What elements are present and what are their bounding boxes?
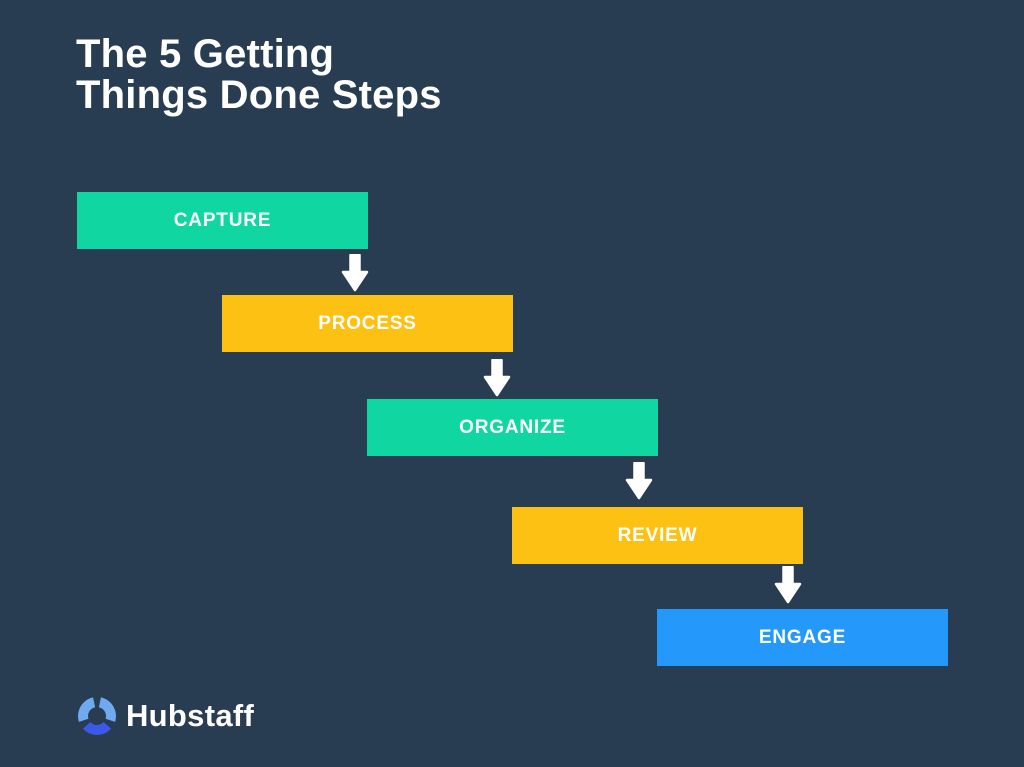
- step-box-process: PROCESS: [222, 295, 513, 352]
- step-label-process: PROCESS: [318, 312, 417, 334]
- down-arrow-icon: [625, 462, 653, 500]
- title-line-1: The 5 Getting: [76, 32, 335, 76]
- step-label-organize: ORGANIZE: [459, 416, 566, 438]
- step-box-capture: CAPTURE: [77, 192, 368, 249]
- step-label-capture: CAPTURE: [173, 209, 272, 231]
- step-label-engage: ENGAGE: [758, 626, 847, 648]
- step-label-review: REVIEW: [617, 524, 698, 546]
- hubstaff-logo-text: Hubstaff: [126, 698, 255, 733]
- down-arrow-icon: [341, 254, 369, 292]
- title-line-2: Things Done Steps: [76, 73, 442, 117]
- hubstaff-logo-icon: [77, 697, 117, 735]
- step-box-review: REVIEW: [512, 507, 803, 564]
- down-arrow-icon: [774, 566, 802, 604]
- down-arrow-icon: [483, 359, 511, 397]
- step-box-organize: ORGANIZE: [367, 399, 658, 456]
- step-box-engage: ENGAGE: [657, 609, 948, 666]
- hubstaff-logo: Hubstaff: [77, 696, 254, 736]
